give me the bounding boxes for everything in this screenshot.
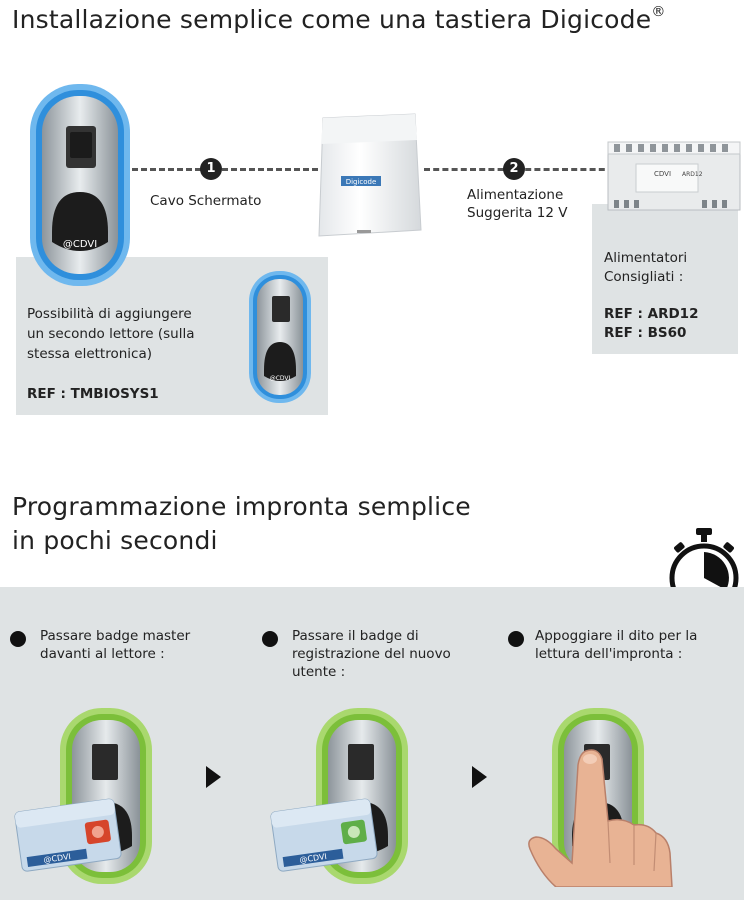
- power-panel-text-1: Alimentatori: [604, 250, 688, 266]
- power-panel-ref-1: REF : ARD12: [604, 306, 699, 322]
- svg-text:Digicode: Digicode: [346, 178, 377, 186]
- prog-step-1-line-2: davanti al lettore :: [40, 646, 165, 662]
- power-label-1: Alimentazione: [467, 187, 564, 203]
- step-arrow-2: [472, 766, 487, 788]
- step-number-1: 1: [200, 158, 222, 180]
- cable-line-1: [132, 168, 318, 171]
- svg-text:@CDVI: @CDVI: [299, 852, 327, 865]
- enrollment-badge-card: @CDVI: [270, 798, 378, 872]
- power-supply-device: CDVI ARD12: [607, 141, 741, 211]
- svg-text:CDVI: CDVI: [654, 170, 671, 178]
- biometric-reader-large: @CDVI: [30, 84, 130, 286]
- svg-text:@CDVI: @CDVI: [270, 375, 291, 382]
- section1-title: Installazione semplice come una tastiera…: [12, 4, 666, 34]
- svg-text:ARD12: ARD12: [682, 171, 703, 178]
- prog-step-3-line-2: lettura dell'impronta :: [535, 646, 683, 662]
- prog-step-2-line-3: utente :: [292, 664, 346, 680]
- step-bullet-2: [262, 631, 278, 647]
- second-reader-ref: REF : TMBIOSYS1: [27, 386, 159, 402]
- svg-text:@CDVI: @CDVI: [43, 852, 71, 865]
- step-arrow-1: [206, 766, 221, 788]
- cable-label: Cavo Schermato: [150, 193, 262, 209]
- power-panel-text-2: Consigliati :: [604, 269, 684, 285]
- digicode-controller-box: Digicode: [318, 113, 422, 237]
- second-reader-text-2: un secondo lettore (sulla: [27, 326, 195, 342]
- prog-step-2-line-2: registrazione del nuovo: [292, 646, 451, 662]
- step-bullet-3: [508, 631, 524, 647]
- section2-title: Programmazione impronta semplice in poch…: [12, 492, 471, 555]
- prog-step-3-line-1: Appoggiare il dito per la: [535, 628, 698, 644]
- svg-text:@CDVI: @CDVI: [63, 239, 97, 250]
- prog-step-1-line-1: Passare badge master: [40, 628, 191, 644]
- biometric-reader-small: @CDVI: [249, 271, 311, 403]
- step-bullet-1: [10, 631, 26, 647]
- step-number-2: 2: [503, 158, 525, 180]
- second-reader-text-3: stessa elettronica): [27, 346, 152, 362]
- second-reader-text-1: Possibilità di aggiungere: [27, 306, 192, 322]
- finger-on-reader: [528, 749, 673, 887]
- power-supply-panel: [592, 204, 738, 354]
- power-panel-ref-2: REF : BS60: [604, 325, 687, 341]
- power-label-2: Suggerita 12 V: [467, 205, 568, 221]
- prog-step-2-line-1: Passare il badge di: [292, 628, 419, 644]
- master-badge-card: @CDVI: [14, 798, 122, 872]
